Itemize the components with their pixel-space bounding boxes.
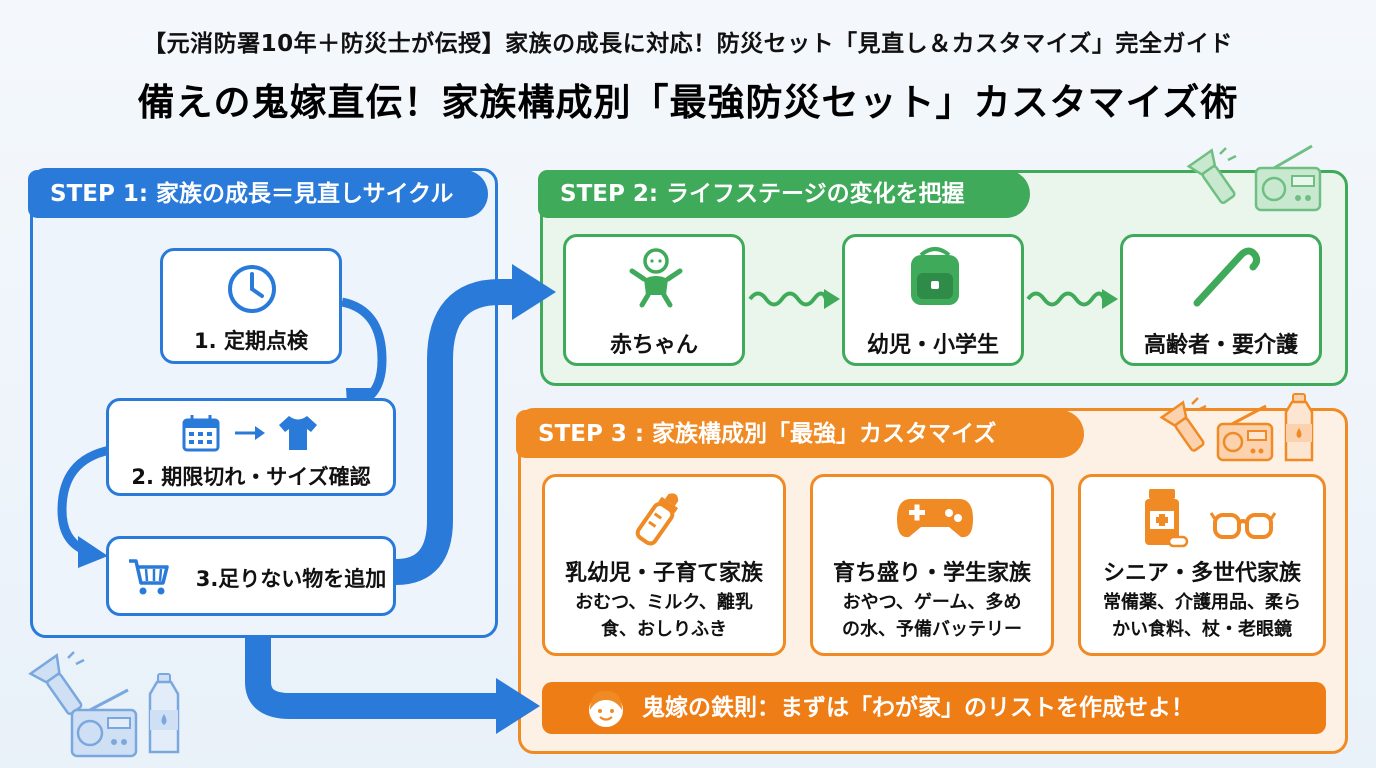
calendar-icon bbox=[182, 415, 220, 452]
custom-card-title: 育ち盛り・学生家族 bbox=[832, 561, 1031, 586]
step1-item-label: 1. 定期点検 bbox=[194, 329, 308, 353]
arrow-to-step2 bbox=[395, 279, 520, 585]
step2-badge: STEP 2: ライフステージの変化を把握 bbox=[538, 170, 1030, 218]
shirt-icon bbox=[279, 416, 317, 450]
stage-label: 幼児・小学生 bbox=[866, 333, 999, 358]
step1-item-label: 2. 期限切れ・サイズ確認 bbox=[131, 465, 371, 489]
water-bottle-icon bbox=[148, 673, 180, 754]
cart-icon bbox=[129, 559, 169, 595]
baby-icon bbox=[629, 248, 683, 308]
iron-rule-text: 鬼嫁の鉄則：まずは「わが家」のリストを作成せよ！ bbox=[642, 695, 1194, 721]
game-controller-icon bbox=[897, 499, 973, 538]
stage-label: 高齢者・要介護 bbox=[1143, 333, 1298, 358]
custom-card-senior-family: シニア・多世代家族 常備薬、介護用品、柔らかい食料、杖・老眼鏡 bbox=[1078, 474, 1326, 656]
radio-icon bbox=[1254, 144, 1322, 212]
iron-rule-banner: 鬼嫁の鉄則：まずは「わが家」のリストを作成せよ！ bbox=[542, 682, 1326, 734]
glasses-icon bbox=[1209, 512, 1277, 539]
arrow-to-rule bbox=[245, 636, 500, 719]
wave-arrow-1 bbox=[748, 289, 840, 309]
stage-card-baby: 赤ちゃん bbox=[563, 234, 745, 366]
custom-card-student-family: 育ち盛り・学生家族 おやつ、ゲーム、多めの水、予備バッテリー bbox=[810, 474, 1054, 656]
step1-item-expiry-check: 2. 期限切れ・サイズ確認 bbox=[106, 398, 396, 496]
custom-card-desc: おむつ、ミルク、離乳食、おしりふき bbox=[575, 592, 753, 640]
baby-bottle-icon bbox=[635, 493, 679, 546]
step3-badge: STEP 3 : 家族構成別「最強」カスタマイズ bbox=[516, 410, 1084, 458]
step1-item-inspection: 1. 定期点検 bbox=[160, 248, 342, 364]
stage-label: 赤ちゃん bbox=[609, 333, 698, 358]
arrow-to-step2-head bbox=[512, 264, 556, 320]
cycle-arrow-2 bbox=[57, 445, 112, 555]
clock-icon bbox=[228, 265, 276, 313]
custom-card-title: 乳幼児・子育て家族 bbox=[564, 561, 763, 586]
medicine-icon bbox=[1145, 489, 1189, 548]
radio-icon bbox=[1216, 404, 1274, 462]
flashlight-icon bbox=[1186, 147, 1237, 204]
cane-icon bbox=[1193, 247, 1261, 307]
arrow-right-icon bbox=[235, 426, 265, 440]
wave-arrow-2 bbox=[1026, 289, 1118, 309]
radio-icon bbox=[70, 688, 138, 758]
page-title: 備えの鬼嫁直伝！家族構成別「最強防災セット」カスタマイズ術 bbox=[137, 81, 1239, 124]
woman-face-icon bbox=[589, 690, 623, 727]
stage-card-child: 幼児・小学生 bbox=[842, 234, 1024, 366]
custom-card-desc: おやつ、ゲーム、多めの水、予備バッテリー bbox=[842, 592, 1022, 640]
custom-card-title: シニア・多世代家族 bbox=[1102, 561, 1301, 586]
stage-card-senior: 高齢者・要介護 bbox=[1120, 234, 1322, 366]
cycle-arrow-2-head bbox=[78, 536, 108, 568]
step1-item-add-missing: 3.足りない物を追加 bbox=[106, 536, 396, 616]
flashlight-icon bbox=[28, 651, 85, 716]
flashlight-icon bbox=[1159, 397, 1207, 452]
step1-badge: STEP 1: 家族の成長＝見直しサイクル bbox=[28, 170, 488, 218]
arrow-to-rule-head bbox=[496, 678, 540, 734]
page-subtitle: 【元消防署10年＋防災士が伝授】家族の成長に対応！防災セット「見直し＆カスタマイ… bbox=[143, 31, 1233, 57]
custom-card-desc: 常備薬、介護用品、柔らかい食料、杖・老眼鏡 bbox=[1103, 592, 1301, 640]
cycle-arrow-1 bbox=[340, 297, 387, 404]
custom-card-infant-family: 乳幼児・子育て家族 おむつ、ミルク、離乳食、おしりふき bbox=[542, 474, 786, 656]
water-bottle-icon bbox=[1284, 393, 1314, 462]
school-backpack-icon bbox=[911, 247, 959, 305]
step1-item-label: 3.足りない物を追加 bbox=[195, 567, 387, 591]
